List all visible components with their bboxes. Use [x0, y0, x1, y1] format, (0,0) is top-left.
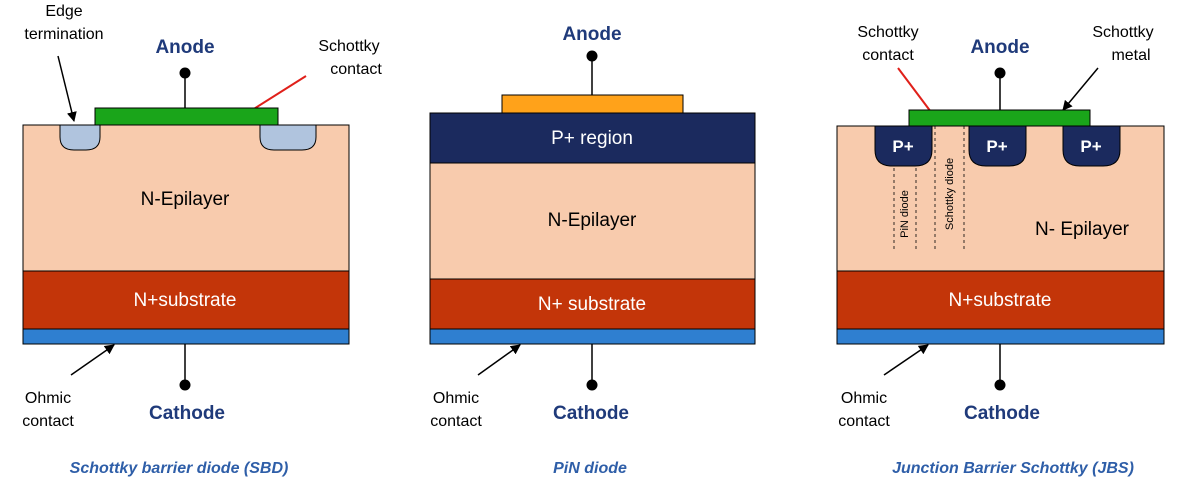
jbs-p-plus-label-1: P+: [892, 137, 913, 156]
pin-anode-label: Anode: [562, 24, 621, 45]
sbd-diagram: Anode Edge termination Schottky contact …: [22, 3, 382, 477]
jbs-diagram: Anode Schottky contact Schottky metal P+…: [836, 24, 1165, 477]
pin-p-region-label: P+ region: [551, 128, 633, 149]
jbs-schottky-diode-label: Schottky diode: [944, 158, 956, 230]
jbs-pin-diode-label: PiN diode: [899, 190, 911, 238]
sbd-substrate: [22, 270, 350, 330]
sbd-edge-termination-label-2: termination: [24, 26, 103, 43]
jbs-cathode-terminal: [994, 379, 1006, 391]
sbd-cathode-label: Cathode: [149, 403, 225, 424]
sbd-edge-termination-left: [59, 124, 101, 151]
sbd-ohmic-arrow: [70, 344, 115, 376]
jbs-schottky-metal-label-2: metal: [1111, 47, 1150, 64]
sbd-ohmic-layer: [22, 328, 350, 345]
jbs-p-plus-1: [874, 125, 933, 167]
jbs-anode-label: Anode: [970, 37, 1029, 58]
jbs-p-plus-label-3: P+: [1080, 137, 1101, 156]
pin-substrate-label: N+ substrate: [538, 294, 646, 315]
pin-anode-terminal: [586, 50, 598, 62]
pin-epilayer-label: N-Epilayer: [548, 210, 637, 231]
sbd-schottky-contact-label-2: contact: [330, 61, 382, 78]
sbd-schottky-contact-label-1: Schottky: [318, 38, 379, 55]
jbs-epilayer-label: N- Epilayer: [1035, 219, 1130, 240]
sbd-caption: Schottky barrier diode (SBD): [70, 460, 289, 477]
jbs-ohmic-arrow: [883, 344, 929, 376]
sbd-edge-termination-right: [259, 124, 317, 151]
sbd-ohmic-label-1: Ohmic: [25, 390, 71, 407]
pin-cathode-label: Cathode: [553, 403, 629, 424]
sbd-epilayer-label: N-Epilayer: [141, 189, 230, 210]
sbd-anode-terminal: [179, 67, 191, 79]
pin-substrate: [429, 278, 756, 330]
jbs-schottky-contact-label-1: Schottky: [857, 24, 918, 41]
jbs-ohmic-label-2: contact: [838, 413, 890, 430]
jbs-anode-terminal: [994, 67, 1006, 79]
pin-epilayer: [429, 162, 756, 280]
pin-ohmic-label-1: Ohmic: [433, 390, 479, 407]
jbs-ohmic-layer: [836, 328, 1165, 345]
pin-ohmic-label-2: contact: [430, 413, 482, 430]
sbd-cathode-terminal: [179, 379, 191, 391]
sbd-anode-label: Anode: [155, 37, 214, 58]
sbd-schottky-metal: [94, 107, 279, 126]
pin-p-region: [429, 112, 756, 164]
jbs-substrate-label: N+substrate: [949, 290, 1052, 311]
pin-diagram: Anode P+ region N-Epilayer N+ substrate …: [429, 24, 756, 477]
jbs-ohmic-label-1: Ohmic: [841, 390, 887, 407]
jbs-p-plus-label-2: P+: [986, 137, 1007, 156]
sbd-substrate-label: N+substrate: [134, 290, 237, 311]
jbs-p-plus-3: [1062, 125, 1121, 167]
pin-caption: PiN diode: [553, 460, 627, 477]
jbs-cathode-label: Cathode: [964, 403, 1040, 424]
jbs-schottky-metal-label-1: Schottky: [1092, 24, 1153, 41]
sbd-edge-termination-arrow: [57, 55, 77, 122]
jbs-schottky-contact-label-2: contact: [862, 47, 914, 64]
pin-anode-metal: [501, 94, 684, 114]
sbd-ohmic-label-2: contact: [22, 413, 74, 430]
pin-ohmic-arrow: [477, 344, 521, 376]
pin-ohmic-layer: [429, 328, 756, 345]
pin-cathode-terminal: [586, 379, 598, 391]
jbs-caption: Junction Barrier Schottky (JBS): [892, 460, 1134, 477]
sbd-edge-termination-label-1: Edge: [45, 3, 82, 20]
jbs-schottky-metal-arrow: [1062, 67, 1099, 111]
jbs-schottky-metal: [908, 109, 1091, 127]
jbs-p-plus-2: [968, 125, 1027, 167]
jbs-substrate: [836, 270, 1165, 330]
